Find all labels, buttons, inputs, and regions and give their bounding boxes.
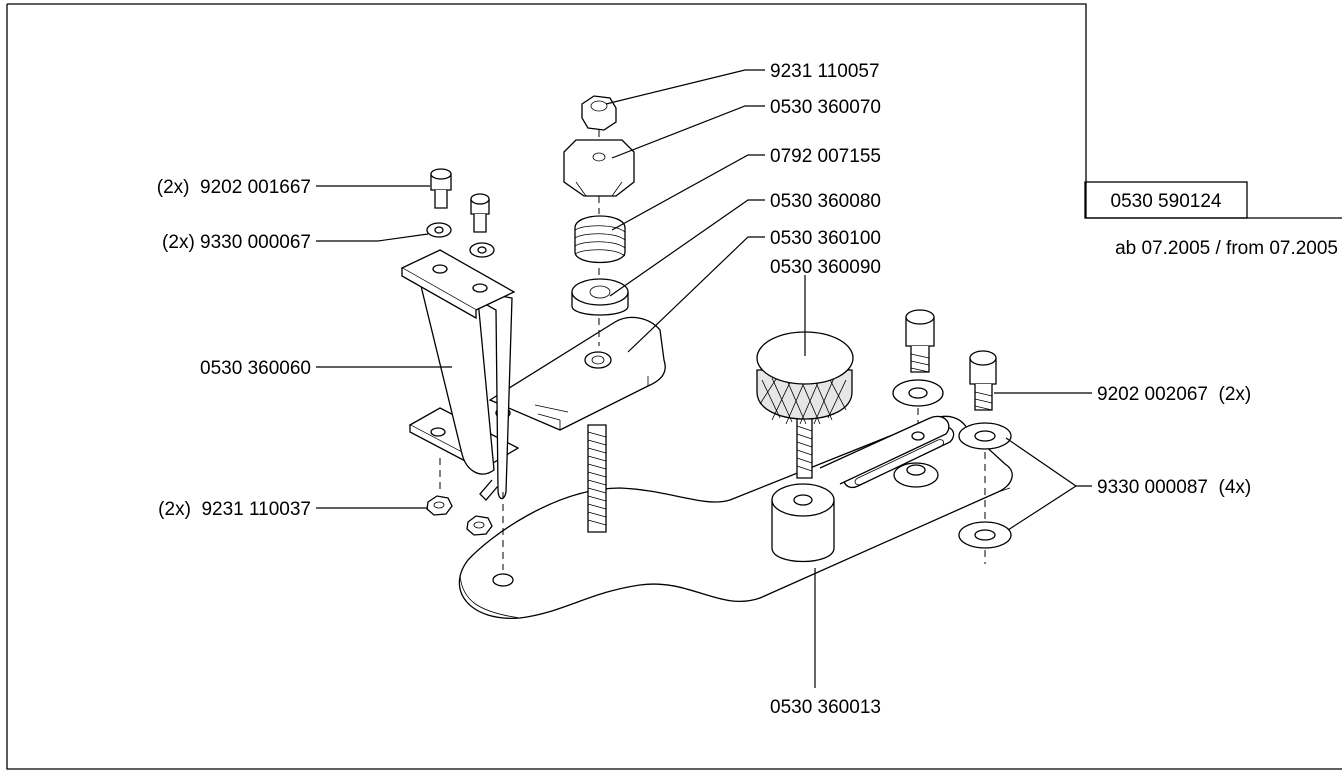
leader-9330-000087 [1005,437,1092,531]
slotted-plate-hole-inner [591,355,605,365]
spring-coils [574,225,626,257]
revision-note: ab 07.2005 / from 07.2005 [1115,238,1338,259]
screw-right-2-thread [974,391,993,411]
callout-0530-360100: 0530 360100 [770,228,881,249]
washer-right-1-hole [908,387,928,399]
callout-0530-360060: 0530 360060 [200,358,311,379]
screw-right-2-shank [974,384,993,411]
screw-right-2-head [969,350,997,366]
bracket-top-hole-1 [432,264,448,274]
callout-0530-360070: 0530 360070 [770,97,881,118]
bracket-upright [419,281,513,500]
screw-left-2-head [470,193,490,205]
screw-left-1-head [430,168,452,180]
spring [574,215,626,264]
leader-0792-007155 [611,154,765,231]
knob-screw-thread [796,425,813,472]
slotted-plate-slot [534,404,569,421]
screw-right-1-shank [910,346,930,373]
cap-nut-edge [575,181,623,197]
bushing-top [571,278,629,306]
knob-knurl-pattern [759,375,847,425]
assembly-number: 0530 590124 [1111,191,1222,212]
slotted-plate [488,316,666,431]
screw-right-1-thread [910,353,930,373]
screw-left-1-shank [434,190,448,209]
leader-lines [316,69,1092,688]
washer-right-2-hole [974,430,996,442]
slotted-plate-edge [559,376,649,430]
callout-9231-110057: 9231 110057 [770,61,880,82]
assembly-number-box [1084,181,1248,219]
bracket-top-side [401,268,477,320]
standoff-cylinder [771,500,835,563]
callout-0530-360013: 0530 360013 [770,697,881,718]
leader-0530-360070 [611,105,765,159]
strip-hole [911,431,925,441]
callout-0530-360090: 0530 360090 [770,257,881,278]
callout-9231-110037: (2x) 9231 110037 [158,499,311,520]
nut-left-2 [466,515,493,536]
leader-9231-110057 [605,69,765,105]
threaded-rod-thread [587,431,607,526]
bushing-hole [589,285,611,299]
screw-right-1-head [905,309,935,325]
top-nut [581,95,617,131]
callout-0530-360080: 0530 360080 [770,191,881,212]
strip-washer-hole [906,464,926,476]
base-plate-hole [492,573,514,587]
leader-0530-360100 [627,236,765,353]
leader-9330-000067 [316,233,429,242]
screw-left-2-shank [473,214,487,233]
nut-left-1-hole [433,501,445,509]
slotted-plate-hole [584,351,612,369]
standoff-hole [793,494,813,506]
callout-9330-000087: 9330 000087 (4x) [1097,477,1251,498]
bracket-top [400,249,516,311]
bracket-base-hole-1 [430,427,446,437]
callout-9202-001667: (2x) 9202 001667 [157,177,311,198]
base-plate-edge [459,487,1011,619]
axis-left [439,458,504,570]
callout-9330-000067: (2x) 9330 000067 [162,232,311,253]
top-nut-hole [590,100,608,112]
knob-knurl [756,369,853,420]
nut-left-2-hole [473,521,485,529]
nut-left-1 [426,495,453,516]
leader-0530-360080 [609,199,765,297]
bracket-hook [479,479,499,501]
bracket-top-hole-2 [472,283,488,293]
callout-0792-007155: 0792 007155 [770,146,881,167]
cap-nut-hole [592,152,606,162]
callout-9202-002067: 9202 002067 (2x) [1097,384,1251,405]
washer-right-3-hole [974,529,996,541]
washer-left-2-hole [477,246,487,254]
strip-slot [854,439,944,486]
cap-nut [563,139,635,197]
washer-left-1-hole [434,226,444,234]
